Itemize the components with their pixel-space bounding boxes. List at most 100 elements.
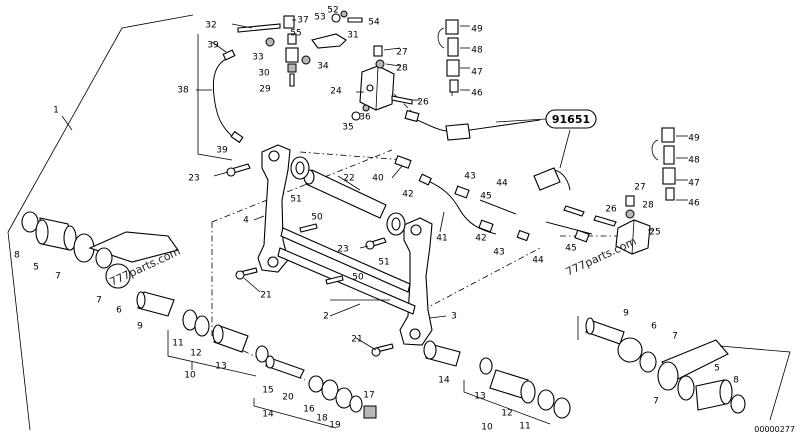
callout-c28a: 28 — [396, 64, 408, 74]
callout-c8a: 8 — [14, 251, 20, 261]
callout-c34: 34 — [317, 62, 329, 72]
callout-c20: 20 — [282, 393, 294, 403]
callout-c43a: 43 — [464, 172, 475, 182]
callout-c22: 22 — [343, 174, 354, 184]
hydraulic-hoses-right — [404, 109, 585, 217]
callout-c26b: 26 — [605, 205, 617, 215]
callout-c49b: 49 — [688, 134, 700, 144]
callout-c50a: 50 — [311, 213, 323, 223]
callout-c29: 29 — [259, 85, 271, 95]
callout-c54: 54 — [368, 18, 380, 28]
callout-c11b: 11 — [519, 422, 530, 432]
callout-c8b: 8 — [733, 376, 739, 386]
callout-c44b: 44 — [532, 256, 544, 266]
callout-c14a: 14 — [262, 410, 274, 420]
hydraulic-hoses-middle — [394, 155, 593, 243]
callout-c51a: 51 — [290, 195, 301, 205]
reference-box: 91651 — [495, 109, 597, 129]
callout-c45a: 45 — [480, 192, 491, 202]
callout-c4: 4 — [243, 216, 249, 226]
callout-c5b: 5 — [714, 364, 720, 374]
callout-c31: 31 — [347, 31, 358, 41]
pivot-shaft — [290, 156, 406, 236]
main-frame — [257, 144, 433, 346]
hydraulic-hose-38 — [197, 34, 244, 161]
valve-block-25 — [593, 195, 651, 255]
callout-c42b: 42 — [475, 234, 486, 244]
callout-c5a: 5 — [33, 263, 39, 273]
drawing-number: 00000277 — [754, 425, 795, 434]
callout-c46a: 46 — [471, 89, 483, 99]
callout-c52: 52 — [327, 6, 338, 16]
left-tie-rod-assembly — [21, 211, 269, 377]
quick-couplers-lower — [651, 127, 676, 201]
callout-c53: 53 — [314, 13, 325, 23]
callout-c1: 1 — [53, 106, 59, 116]
callout-c12a: 12 — [190, 349, 201, 359]
callout-c6a: 6 — [116, 306, 122, 316]
callout-c49a: 49 — [471, 25, 483, 35]
callout-c24: 24 — [330, 87, 342, 97]
callout-c13b: 13 — [474, 392, 485, 402]
callout-c25: 25 — [649, 228, 660, 238]
leader-lines — [196, 19, 688, 351]
callout-c15: 15 — [262, 386, 273, 396]
callout-c43b: 43 — [493, 248, 504, 258]
callout-c2: 2 — [323, 312, 329, 322]
callout-c18: 18 — [316, 414, 328, 424]
callout-c39b: 39 — [216, 146, 228, 156]
frame-bracket-lines — [7, 14, 194, 431]
callout-c9a: 9 — [137, 322, 143, 332]
callout-c55: 55 — [290, 29, 301, 39]
callout-c50b: 50 — [352, 273, 364, 283]
callout-c12b: 12 — [501, 409, 512, 419]
callout-c39a: 39 — [207, 41, 219, 51]
callout-c10a: 10 — [184, 371, 196, 381]
callout-c10b: 10 — [481, 423, 493, 433]
callout-c42a: 42 — [402, 190, 413, 200]
callout-c21a: 21 — [260, 291, 271, 301]
valve-block-24 — [351, 45, 413, 121]
callout-c33: 33 — [252, 53, 263, 63]
callout-c21b: 21 — [351, 335, 362, 345]
callout-c51b: 51 — [378, 258, 389, 268]
top-valve-cluster — [237, 10, 363, 87]
callout-c11a: 11 — [172, 339, 183, 349]
callout-c13a: 13 — [215, 362, 226, 372]
callout-c44a: 44 — [496, 179, 508, 189]
callout-c7c: 7 — [672, 332, 678, 342]
frame-bolts — [226, 163, 394, 357]
callout-c6b: 6 — [651, 322, 657, 332]
callout-c35: 35 — [342, 123, 353, 133]
callout-c27b: 27 — [634, 183, 645, 193]
callout-c48b: 48 — [688, 156, 700, 166]
reference-box-label: 91651 — [552, 113, 590, 126]
callout-c47b: 47 — [688, 179, 699, 189]
callout-c23a: 23 — [188, 174, 199, 184]
callout-c19: 19 — [329, 421, 341, 431]
callout-c45b: 45 — [565, 244, 576, 254]
callout-c38: 38 — [177, 86, 189, 96]
callout-c7b: 7 — [96, 296, 102, 306]
callout-c46b: 46 — [688, 199, 700, 209]
callout-c48a: 48 — [471, 46, 483, 56]
lower-pin-assembly-left — [253, 355, 377, 429]
callout-c16: 16 — [303, 405, 315, 415]
callout-c23b: 23 — [337, 245, 348, 255]
callout-c7d: 7 — [653, 397, 659, 407]
callout-c3: 3 — [451, 312, 457, 322]
watermark-right: 777parts.com — [564, 235, 639, 279]
callout-c30: 30 — [258, 69, 270, 79]
callout-c14b: 14 — [438, 376, 450, 386]
callout-c47a: 47 — [471, 68, 482, 78]
right-tie-rod-assembly — [423, 316, 791, 425]
callout-c28b: 28 — [642, 201, 654, 211]
callout-c32: 32 — [205, 21, 216, 31]
callout-c17: 17 — [363, 391, 374, 401]
callout-c41: 41 — [436, 234, 447, 244]
callout-c7a: 7 — [55, 272, 61, 282]
callout-c9b: 9 — [623, 309, 629, 319]
